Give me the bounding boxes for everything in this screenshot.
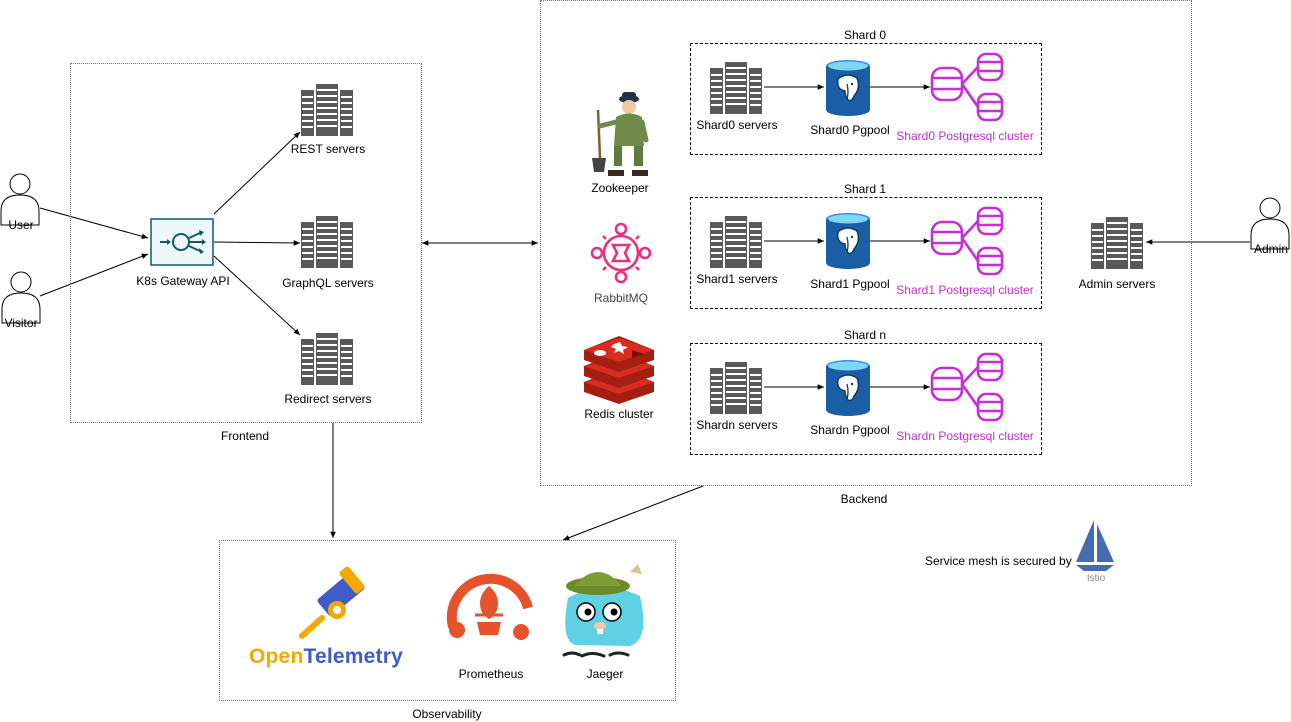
shard-0-cluster-label: Shard0 Postgresql cluster	[896, 129, 1034, 143]
gateway-label: K8s Gateway API	[136, 274, 230, 288]
shard-1-pgpool-label: Shard1 Pgpool	[810, 277, 890, 291]
backend-group-label: Backend	[840, 492, 888, 506]
opentelemetry-word-telemetry: Telemetry	[303, 645, 403, 668]
graphql-servers-label: GraphQL servers	[282, 276, 374, 290]
backend-group	[540, 0, 1192, 486]
shard-n-box	[690, 343, 1042, 455]
opentelemetry-icon	[299, 566, 365, 639]
shard-0-box	[690, 43, 1042, 155]
rest-servers-label: REST servers	[290, 142, 366, 156]
redis-label: Redis cluster	[584, 407, 654, 421]
istio-label: Istio	[1086, 573, 1106, 584]
shard-n-cluster-label: Shardn Postgresql cluster	[896, 429, 1034, 443]
rabbitmq-label: RabbitMQ	[593, 291, 649, 305]
prometheus-label: Prometheus	[458, 667, 524, 681]
observability-group-label: Observability	[412, 707, 482, 721]
jaeger-label: Jaeger	[586, 667, 624, 681]
frontend-group-label: Frontend	[220, 429, 270, 443]
service-mesh-note: Service mesh is secured by	[925, 554, 1072, 568]
user-label: User	[8, 218, 34, 232]
redirect-servers-label: Redirect servers	[284, 392, 372, 406]
shard-1-title: Shard 1	[843, 182, 887, 196]
opentelemetry-word-open: Open	[249, 645, 304, 668]
opentelemetry-wordmark: OpenTelemetry	[249, 645, 403, 669]
visitor-label: Visitor	[4, 316, 38, 330]
gateway-icon	[150, 218, 214, 266]
istio-logo-icon	[1076, 520, 1114, 571]
zookeeper-label: Zookeeper	[591, 181, 649, 195]
redis-icon	[584, 336, 654, 404]
shard-1-box	[690, 197, 1042, 309]
admin-label: Admin	[1253, 242, 1289, 256]
admin-servers-label: Admin servers	[1078, 277, 1156, 291]
frontend-group	[70, 63, 422, 423]
shard-1-servers-label: Shard1 servers	[696, 272, 778, 286]
zookeeper-icon	[592, 92, 649, 176]
rabbitmq-icon	[590, 222, 652, 284]
shard-0-title: Shard 0	[843, 28, 887, 42]
jaeger-icon	[562, 564, 644, 658]
prometheus-icon	[446, 573, 533, 640]
shard-0-pgpool-label: Shard0 Pgpool	[810, 123, 890, 137]
shard-n-servers-label: Shardn servers	[696, 418, 778, 432]
shard-n-title: Shard n	[843, 328, 887, 342]
shard-n-pgpool-label: Shardn Pgpool	[810, 423, 890, 437]
shard-1-cluster-label: Shard1 Postgresql cluster	[896, 283, 1034, 297]
shard-0-servers-label: Shard0 servers	[696, 118, 778, 132]
observability-group	[219, 540, 676, 701]
